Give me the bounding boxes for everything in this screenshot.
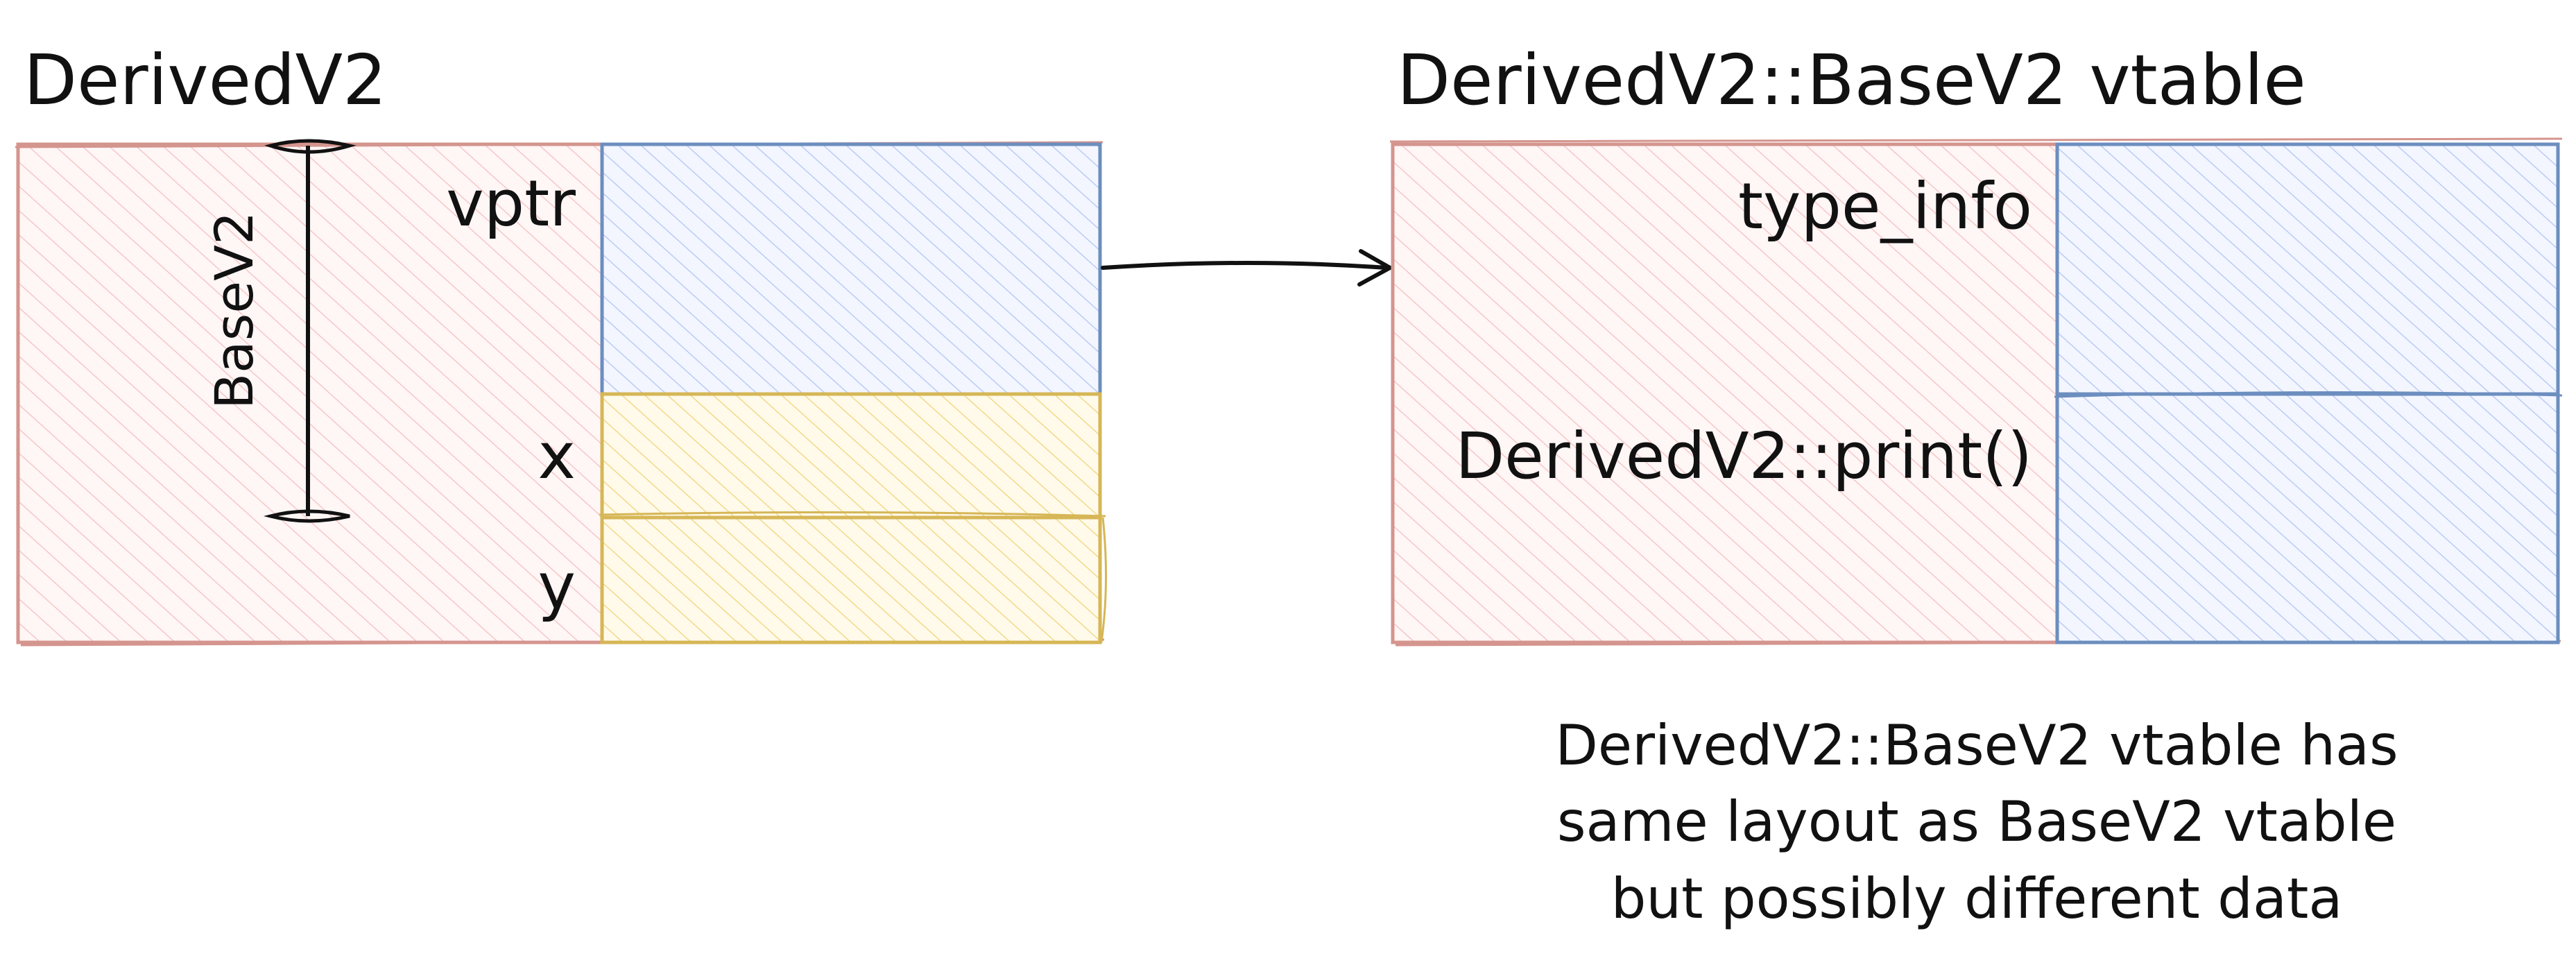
vtable-note: DerivedV2::BaseV2 vtable has same layout…	[1415, 708, 2539, 937]
derived-title: DerivedV2	[24, 40, 387, 121]
y-label: y	[538, 549, 576, 624]
vtable-title: DerivedV2::BaseV2 vtable	[1397, 40, 2306, 121]
note-line: same layout as BaseV2 vtable	[1556, 789, 2397, 855]
basev2-label: BaseV2	[203, 211, 265, 409]
note-line: DerivedV2::BaseV2 vtable has	[1555, 713, 2398, 778]
print-entry-label: DerivedV2::print()	[1455, 419, 2032, 493]
basev2-span-marker	[264, 139, 357, 523]
type-info-slot	[2055, 142, 2560, 396]
print-slot	[2054, 391, 2563, 644]
vptr-slot	[600, 142, 1102, 396]
y-slot	[599, 511, 1108, 644]
x-label: x	[538, 419, 576, 493]
vptr-label: vptr	[446, 166, 576, 241]
x-slot	[600, 392, 1102, 520]
type-info-label: type_info	[1737, 169, 2032, 244]
note-line: but possibly different data	[1611, 866, 2343, 931]
vptr-arrow	[1101, 249, 1392, 287]
